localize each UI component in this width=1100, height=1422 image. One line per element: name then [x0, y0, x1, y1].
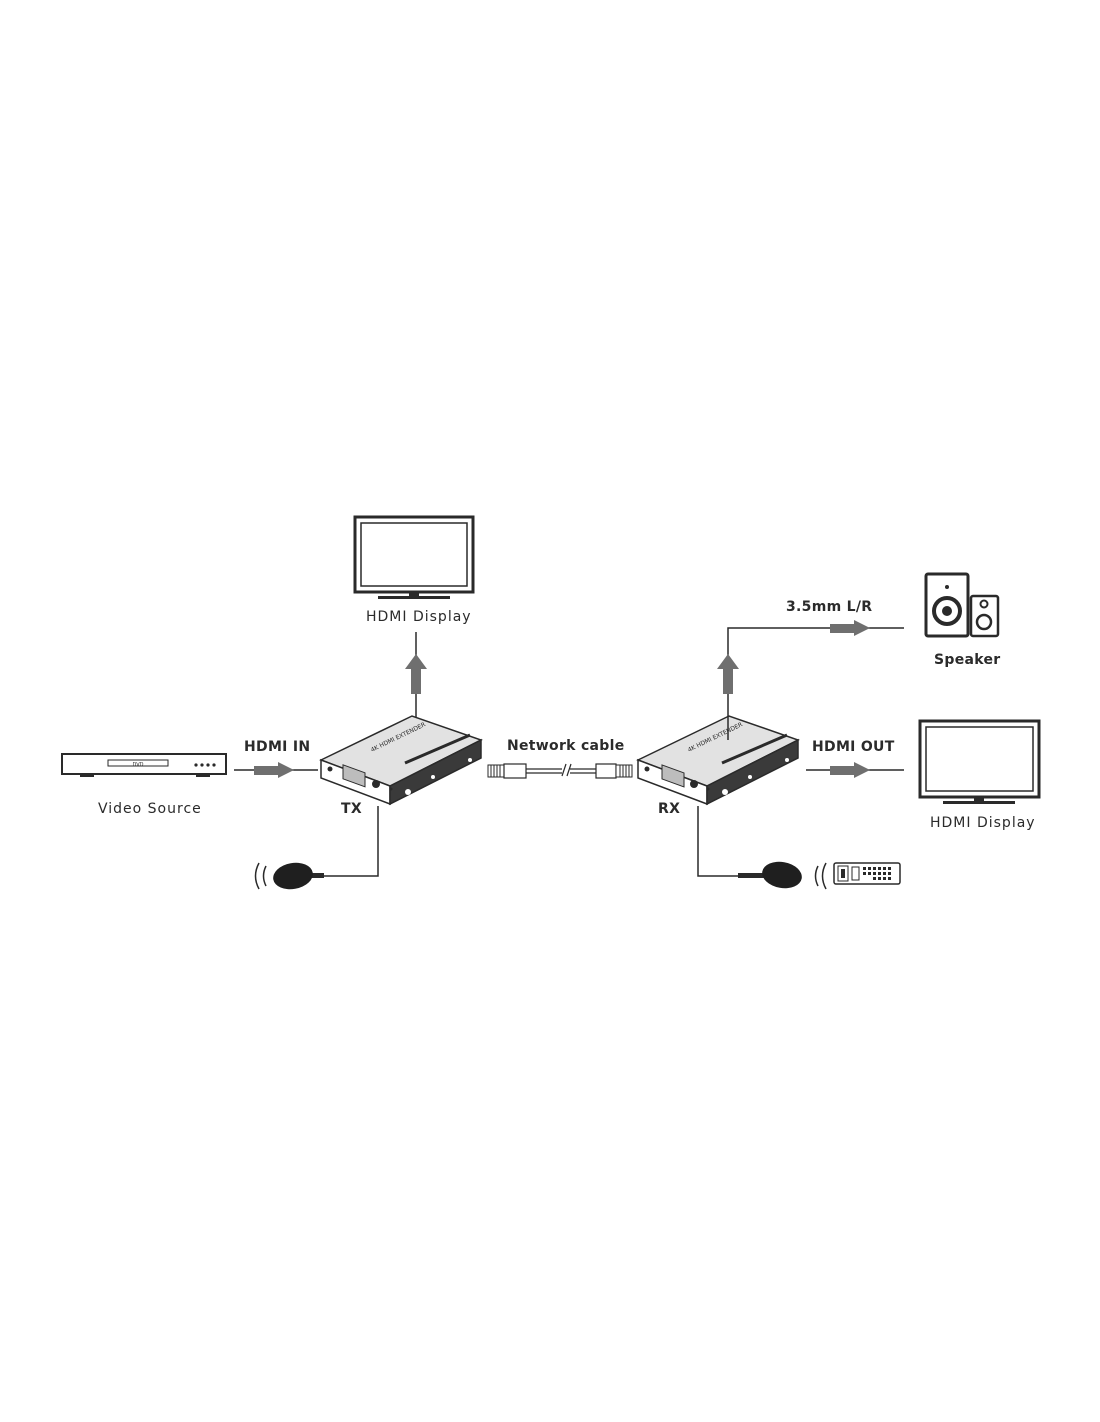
- rx-extender-device: 4K HDMI EXTENDER: [636, 715, 800, 806]
- rx-audio-arrow: [717, 620, 904, 740]
- network-cable-label: Network cable: [507, 738, 625, 754]
- rx-label: RX: [658, 801, 681, 817]
- hdmi-display-top-icon: [353, 515, 475, 599]
- speaker-icon: [924, 572, 1000, 638]
- dvd-label: DVD: [132, 762, 143, 768]
- speaker-label: Speaker: [934, 652, 1001, 668]
- rx-ir-emitter: [697, 806, 827, 890]
- hdmi-display-right-label: HDMI Display: [930, 815, 1036, 831]
- remote-control-icon: [833, 862, 901, 885]
- tx-ir-receiver: [254, 806, 379, 890]
- video-source-icon: DVD: [61, 753, 227, 777]
- tx-label: TX: [341, 801, 362, 817]
- hdmi-in-label: HDMI IN: [244, 739, 311, 755]
- hdmi-display-top-label: HDMI Display: [366, 609, 472, 625]
- audio-out-label: 3.5mm L/R: [786, 599, 873, 615]
- hdmi-out-label: HDMI OUT: [812, 739, 895, 755]
- video-source-label: Video Source: [98, 801, 202, 817]
- tx-extender-device: 4K HDMI EXTENDER: [319, 715, 483, 806]
- hdmi-in-arrow: [234, 762, 318, 778]
- network-cable-icon: [487, 763, 633, 779]
- hdmi-display-right-icon: [918, 719, 1041, 804]
- hdmi-out-arrow: [806, 762, 904, 778]
